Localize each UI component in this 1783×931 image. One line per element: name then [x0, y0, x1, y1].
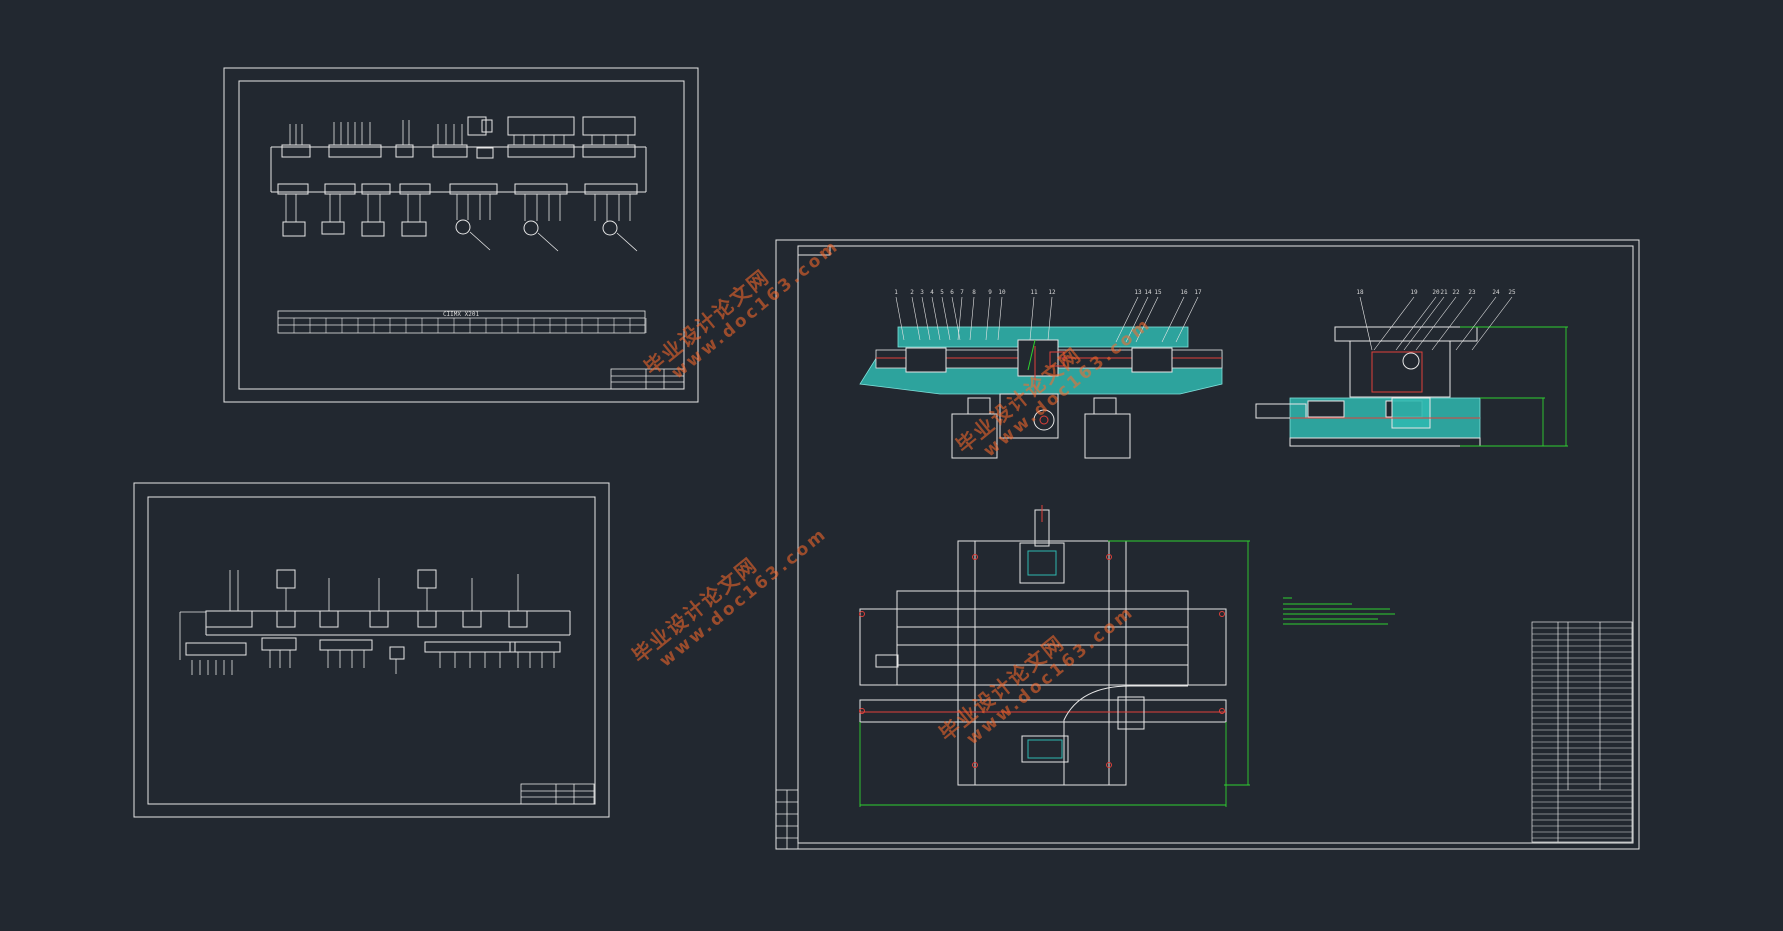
balloon-19: 19 [1410, 289, 1418, 296]
balloon-leader-11 [1029, 296, 1035, 341]
view-plan [859, 505, 1227, 786]
balloon-21: 21 [1440, 289, 1448, 296]
sheet-b-title-block [520, 783, 595, 805]
balloon-leader-10 [997, 296, 1003, 341]
sheet-c-parts-rows [1532, 627, 1632, 839]
balloon-25: 25 [1508, 289, 1516, 296]
sheet-a-top-ticks [289, 120, 629, 145]
sheet-a-inner-border [238, 80, 685, 390]
balloon-leader-2 [911, 296, 921, 341]
technical-notes [1283, 597, 1395, 625]
sheet-c-corner-tab [797, 245, 831, 256]
balloon-8: 8 [972, 289, 976, 296]
balloon-leader-23 [1431, 296, 1473, 351]
sheet-a-top-modules [281, 116, 636, 159]
balloon-6: 6 [950, 289, 954, 296]
balloon-16: 16 [1180, 289, 1188, 296]
balloon-24: 24 [1492, 289, 1500, 296]
balloon-9: 9 [988, 289, 992, 296]
view-front-section [859, 326, 1223, 459]
balloon-leader-17 [1175, 296, 1199, 343]
sheet-b-outer-border [133, 482, 610, 818]
balloon-3: 3 [920, 289, 924, 296]
balloon-leader-12 [1047, 296, 1053, 341]
balloon-15: 15 [1154, 289, 1162, 296]
sheet-c-parts-list [1531, 621, 1633, 843]
view-plan-dimensions [859, 540, 1250, 807]
balloon-10: 10 [998, 289, 1006, 296]
sheet-a-lower-ticks [285, 194, 638, 252]
sheet-a-table-title: CIIMX X201 [443, 311, 480, 318]
sheet-a-outer-border [223, 67, 699, 403]
sheet-b-inner-border [147, 496, 596, 805]
balloon-leader-9 [985, 296, 991, 341]
balloon-leader-20 [1395, 296, 1437, 351]
balloon-18: 18 [1356, 289, 1364, 296]
balloon-leader-3 [921, 296, 931, 341]
balloon-leader-22 [1415, 296, 1457, 351]
balloon-14: 14 [1144, 289, 1152, 296]
sheet-electrical-a[interactable] [223, 67, 699, 403]
balloon-leader-18 [1359, 296, 1373, 351]
balloon-20: 20 [1432, 289, 1440, 296]
balloon-leader-14 [1125, 296, 1149, 343]
balloon-13: 13 [1134, 289, 1142, 296]
sheet-b-ticks [179, 570, 555, 675]
view-side-dimensions [1460, 326, 1568, 447]
balloon-22: 22 [1452, 289, 1460, 296]
balloon-leader-1 [895, 296, 905, 341]
balloon-2: 2 [910, 289, 914, 296]
sheet-b-modules [185, 569, 561, 660]
balloon-leader-5 [941, 296, 951, 341]
balloon-1: 1 [894, 289, 898, 296]
sheet-a-table-columns [293, 318, 647, 333]
balloon-leader-21 [1403, 296, 1445, 351]
sheet-a-title-block [610, 368, 685, 390]
balloon-leader-19 [1373, 296, 1415, 351]
view-side-section [1255, 326, 1481, 447]
balloon-leader-13 [1115, 296, 1139, 343]
balloon-17: 17 [1194, 289, 1202, 296]
balloon-leader-8 [969, 296, 975, 341]
balloon-23: 23 [1468, 289, 1476, 296]
balloon-leader-7 [957, 296, 963, 341]
balloon-12: 12 [1048, 289, 1056, 296]
balloon-leader-24 [1455, 296, 1497, 351]
balloon-5: 5 [940, 289, 944, 296]
balloon-7: 7 [960, 289, 964, 296]
sheet-electrical-b[interactable] [133, 482, 610, 818]
balloon-leader-4 [931, 296, 941, 341]
balloon-11: 11 [1030, 289, 1038, 296]
sheet-c-outer-border [775, 239, 1640, 850]
balloon-leader-16 [1161, 296, 1185, 343]
balloon-leader-25 [1471, 296, 1513, 351]
sheet-c-side-strip [775, 789, 799, 850]
balloon-leader-15 [1135, 296, 1159, 343]
sheet-c-inner-border [797, 245, 1634, 844]
balloon-4: 4 [930, 289, 934, 296]
sheet-a-axis-table [277, 310, 646, 334]
